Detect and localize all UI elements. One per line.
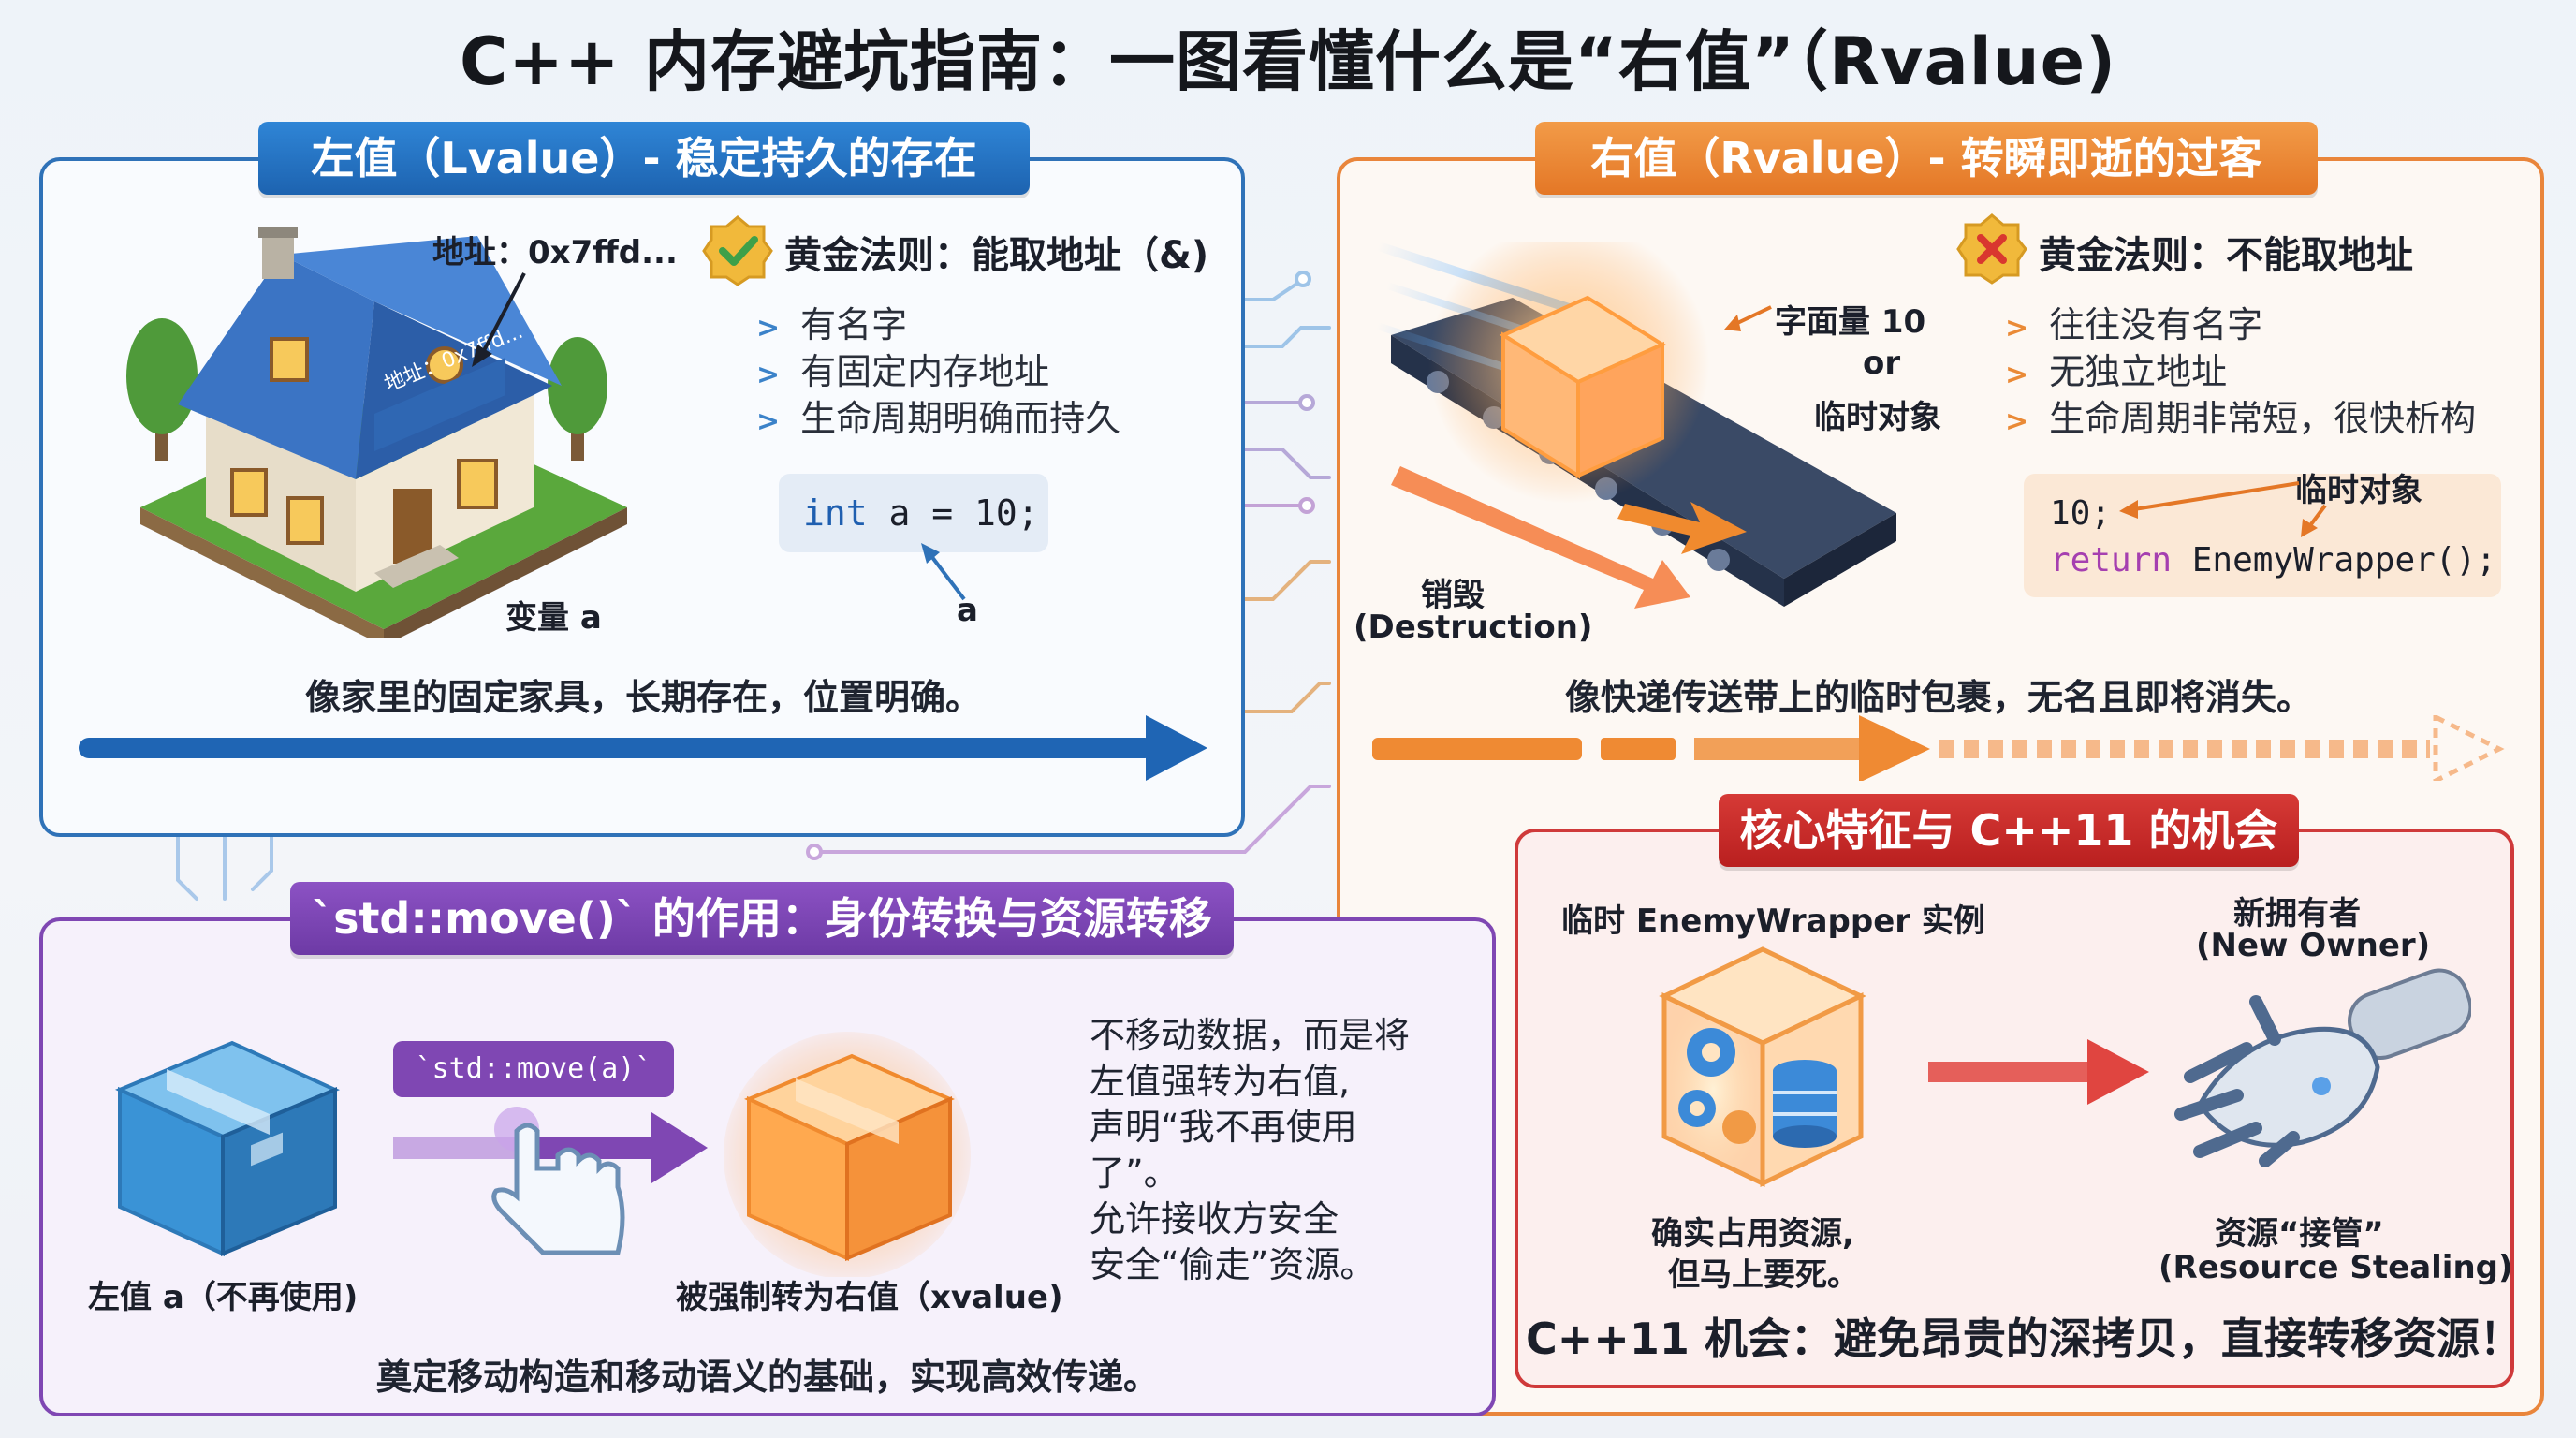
transfer-arrow xyxy=(1928,1039,2149,1105)
address-pointer-arrow xyxy=(472,272,526,367)
lvalue-box-label: 左值 a（不再使用) xyxy=(88,1279,359,1316)
chevron-right-icon: > xyxy=(756,359,781,391)
conveyor-illustration xyxy=(1376,242,1896,609)
new-owner-label-1: 新拥有者 xyxy=(2233,895,2361,932)
move-banner: `std::move()` 的作用：身份转换与资源转移 xyxy=(290,882,1234,955)
temp-object-arrows xyxy=(2119,481,2327,537)
rvalue-fading-arrow xyxy=(1372,715,2505,781)
instance-label: 临时 EnemyWrapper 实例 xyxy=(1561,902,1985,940)
lvalue-rule-title: 黄金法则：能取地址（&) xyxy=(784,234,1209,277)
literal-label-3: 临时对象 xyxy=(1814,399,1941,436)
destruction-label-1: 销毁 xyxy=(1421,577,1485,614)
rvalue-caption: 像快递传送带上的临时包裹，无名且即将消失。 xyxy=(1565,677,2313,718)
cpp11-opportunity: C++11 机会：避免昂贵的深拷贝，直接转移资源！ xyxy=(1526,1313,2523,1364)
resource-label-1: 确实占用资源, xyxy=(1651,1215,1854,1253)
temp-object-label: 临时对象 xyxy=(2295,472,2422,509)
literal-pointer-arrow xyxy=(1724,305,1772,331)
robot-hand-illustration xyxy=(2174,968,2471,1167)
tap-hand-icon xyxy=(491,1107,625,1255)
lvalue-timeline-arrow xyxy=(79,715,1208,781)
lvalue-bullet: >生命周期明确而持久 xyxy=(756,398,1121,439)
resource-cube-illustration xyxy=(1659,946,1866,1187)
move-description: 不移动数据，而是将 左值强转为右值, 声明“我不再使用 了”。 允许接收方安全 … xyxy=(1090,1015,1411,1285)
code-text: EnemyWrapper(); xyxy=(2172,541,2496,580)
core-banner: 核心特征与 C++11 的机会 xyxy=(1719,794,2299,867)
chevron-right-icon: > xyxy=(2005,312,2029,345)
rvalue-bullet: >生命周期非常短，很快析构 xyxy=(2005,398,2477,439)
move-caption: 奠定移动构造和移动语义的基础，实现高效传递。 xyxy=(376,1357,1160,1398)
move-tag: `std::move(a)` xyxy=(393,1041,674,1097)
literal-label-1: 字面量 10 xyxy=(1775,303,1926,341)
lvalue-banner: 左值（Lvalue）- 稳定持久的存在 xyxy=(258,122,1030,195)
code-line-1: 10; xyxy=(2050,494,2112,533)
lvalue-bullet: >有固定内存地址 xyxy=(756,351,1050,392)
rvalue-bullet: >无独立地址 xyxy=(2005,351,2228,392)
lvalue-bullet: >有名字 xyxy=(756,304,908,345)
chevron-right-icon: > xyxy=(756,312,781,345)
steal-label-2: (Resource Stealing) xyxy=(2159,1249,2513,1286)
rvalue-banner: 右值（Rvalue）- 转瞬即逝的过客 xyxy=(1535,122,2318,195)
code-keyword: return xyxy=(2050,541,2173,580)
rvalue-code-box: 10; return EnemyWrapper(); xyxy=(2024,474,2501,597)
chevron-right-icon: > xyxy=(2005,359,2029,391)
code-pointer-label: a xyxy=(957,592,978,629)
new-owner-label-2: (New Owner) xyxy=(2196,927,2431,964)
destruction-label-2: (Destruction) xyxy=(1354,609,1593,646)
rvalue-rule-title: 黄金法则：不能取地址 xyxy=(2039,234,2413,277)
lvalue-code-box: int a = 10; xyxy=(779,474,1048,552)
cross-badge-icon xyxy=(1956,213,2027,285)
chevron-right-icon: > xyxy=(756,405,781,438)
xvalue-box-illustration xyxy=(724,1032,971,1277)
code-text: a = 10; xyxy=(867,492,1039,534)
page-title: C++ 内存避坑指南：一图看懂什么是“右值”（Rvalue) xyxy=(459,23,2117,100)
literal-label-2: or xyxy=(1863,345,1901,382)
house-illustration xyxy=(126,227,627,638)
rvalue-bullet: >往往没有名字 xyxy=(2005,304,2263,345)
lvalue-box-illustration xyxy=(114,1040,341,1257)
resource-label-2: 但马上要死。 xyxy=(1668,1256,1859,1294)
xvalue-label: 被强制转为右值（xvalue) xyxy=(676,1279,1063,1316)
code-keyword: int xyxy=(803,492,868,534)
chevron-right-icon: > xyxy=(2005,405,2029,438)
lvalue-caption: 像家里的固定家具，长期存在，位置明确。 xyxy=(305,677,982,718)
variable-label: 变量 a xyxy=(505,599,602,637)
steal-label-1: 资源“接管” xyxy=(2215,1215,2384,1253)
house-address-label: 地址：0x7ffd... xyxy=(432,234,678,271)
check-badge-icon xyxy=(702,215,773,286)
code-line-2: return EnemyWrapper(); xyxy=(2050,537,2501,584)
code-pointer-arrow xyxy=(921,543,966,601)
